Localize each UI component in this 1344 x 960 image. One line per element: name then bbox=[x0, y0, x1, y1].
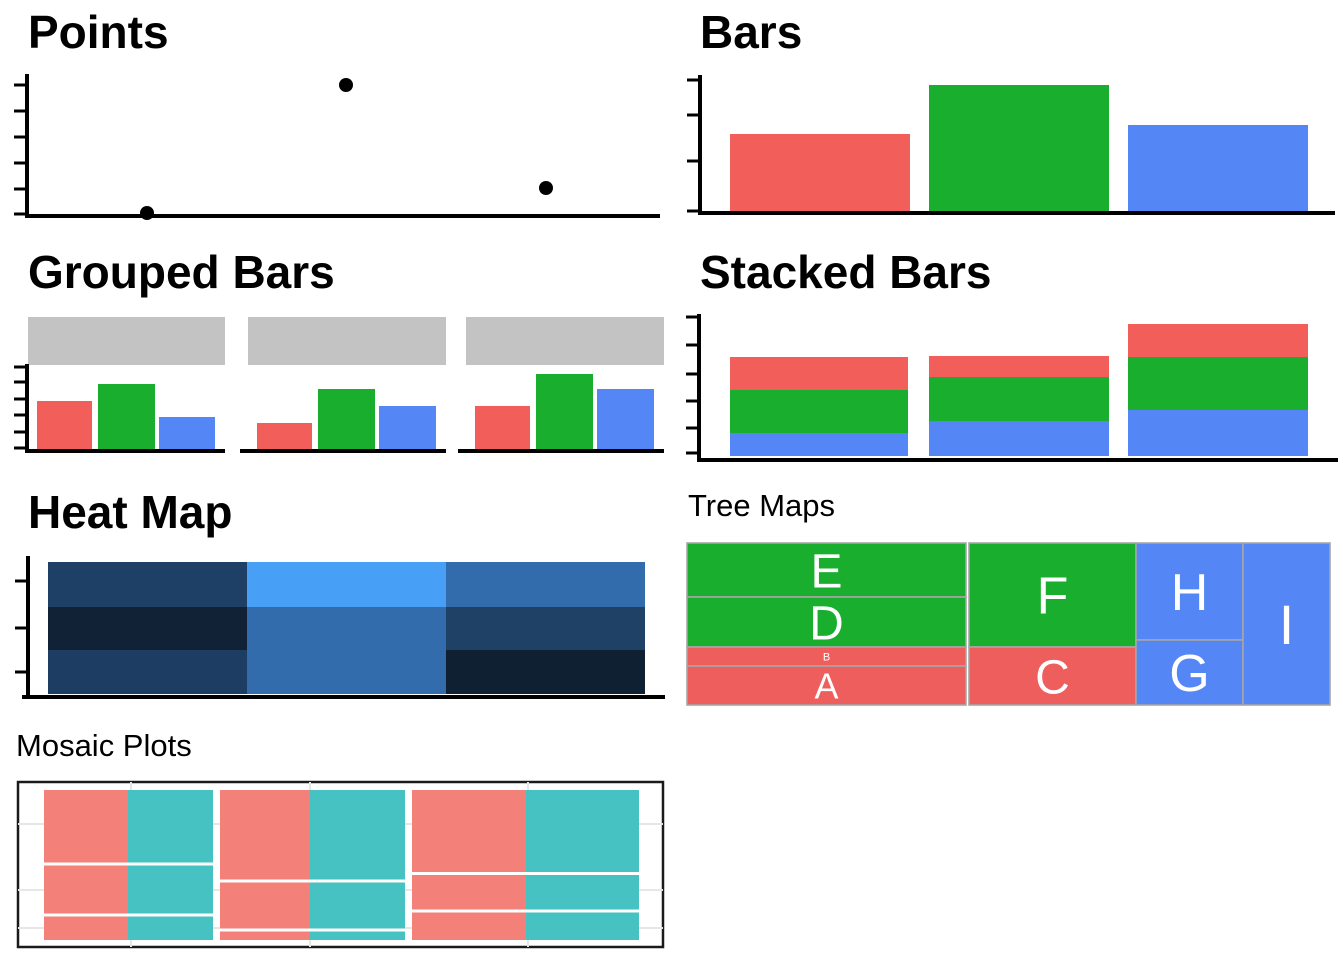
segment-red bbox=[1128, 324, 1308, 357]
data-point bbox=[339, 78, 353, 92]
treemap-tile-D bbox=[686, 596, 967, 648]
segment-green bbox=[929, 377, 1109, 421]
mosaic-plots-section: Mosaic Plots bbox=[0, 720, 672, 960]
heatmap-cell bbox=[247, 562, 446, 607]
heatmap-cell bbox=[48, 607, 247, 650]
treemap-tile-E bbox=[686, 542, 967, 598]
segment-blue bbox=[730, 433, 908, 456]
treemap-label-B: B bbox=[823, 651, 830, 663]
heatmap-cell bbox=[48, 562, 247, 607]
bar-blue bbox=[379, 406, 436, 449]
heatmap-cell bbox=[446, 650, 645, 694]
mosaic-column-red bbox=[412, 790, 526, 940]
treemap-tile-I bbox=[1242, 542, 1331, 706]
treemap-label-F: F bbox=[1037, 568, 1069, 626]
treemap-label-I: I bbox=[1279, 593, 1295, 656]
data-point bbox=[140, 206, 154, 220]
mosaic-column-teal bbox=[310, 790, 405, 940]
heat-map-title: Heat Map bbox=[28, 486, 233, 538]
stacked-bars-title: Stacked Bars bbox=[700, 246, 992, 298]
mosaic-column-teal bbox=[526, 790, 639, 940]
treemap-tile-C bbox=[968, 646, 1137, 706]
bar-green bbox=[98, 384, 155, 449]
treemap-label-A: A bbox=[814, 665, 838, 706]
segment-green bbox=[730, 390, 908, 433]
bars-section: Bars bbox=[672, 0, 1344, 240]
bars-chart bbox=[687, 75, 1335, 215]
bar-red bbox=[730, 134, 910, 211]
segment-red bbox=[730, 357, 908, 390]
bar-blue bbox=[597, 389, 654, 449]
heat-map-section: Heat Map bbox=[0, 480, 672, 720]
stacked-bars-section: Stacked Bars bbox=[672, 240, 1344, 480]
bar-red bbox=[257, 423, 312, 449]
grouped-bars-chart bbox=[14, 317, 664, 453]
facet-strip bbox=[28, 317, 225, 365]
segment-green bbox=[1128, 357, 1308, 410]
stacked-bars-chart bbox=[686, 314, 1338, 462]
treemap-label-E: E bbox=[810, 545, 842, 598]
points-section: Points bbox=[0, 0, 672, 240]
heatmap-cell bbox=[446, 607, 645, 650]
mosaic-column-red bbox=[220, 790, 310, 940]
mosaic-plots-title: Mosaic Plots bbox=[16, 728, 192, 763]
treemap-label-H: H bbox=[1171, 564, 1209, 622]
facet-strip bbox=[466, 317, 664, 365]
facet-strip bbox=[248, 317, 446, 365]
treemap-tile-H bbox=[1135, 542, 1244, 641]
tree-maps-title: Tree Maps bbox=[688, 488, 836, 523]
bar-red bbox=[475, 406, 530, 449]
heat-map-chart bbox=[15, 556, 665, 699]
points-chart bbox=[14, 74, 660, 220]
segment-blue bbox=[1128, 410, 1308, 456]
segment-red bbox=[929, 356, 1109, 377]
treemap-label-C: C bbox=[1035, 651, 1070, 704]
data-point bbox=[539, 181, 553, 195]
treemap-tile-A bbox=[686, 665, 967, 706]
points-title: Points bbox=[28, 6, 169, 58]
heatmap-cell bbox=[48, 650, 247, 694]
bar-red bbox=[37, 401, 92, 449]
segment-blue bbox=[929, 421, 1109, 456]
bar-blue bbox=[1128, 125, 1308, 211]
heatmap-cell bbox=[247, 607, 446, 650]
treemap-label-D: D bbox=[809, 597, 844, 650]
bar-blue bbox=[159, 417, 215, 449]
mosaic-plots-chart bbox=[16, 780, 665, 949]
bar-green bbox=[536, 374, 593, 449]
grouped-bars-section: Grouped Bars bbox=[0, 240, 672, 480]
treemap-label-G: G bbox=[1169, 645, 1209, 703]
bars-title: Bars bbox=[700, 6, 803, 58]
bar-green bbox=[929, 85, 1109, 211]
heatmap-cell bbox=[446, 562, 645, 607]
bar-green bbox=[318, 389, 375, 449]
grouped-bars-title: Grouped Bars bbox=[28, 246, 335, 298]
heatmap-cell bbox=[247, 650, 446, 694]
